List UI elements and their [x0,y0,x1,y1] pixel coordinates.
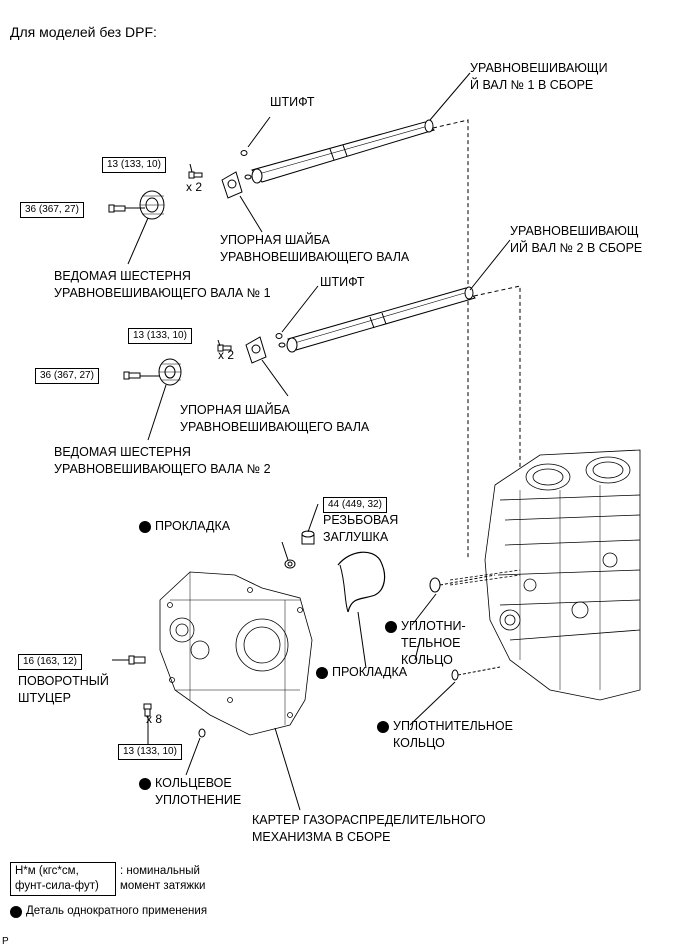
legend-torque-unit: Н*м (кгс*см,фунт-сила-фут) [10,862,116,896]
bolt-gear-1 [108,204,126,213]
pin-1 [240,150,248,156]
case-o-ring [198,728,206,738]
qty-shaft-2-bolts: x 2 [218,348,235,362]
torque-spec-union: 16 (163, 12) [18,654,82,670]
legend-single-use-text: Деталь однократного применения [26,905,208,917]
driven-gear-1 [139,190,165,220]
torque-spec-shaft-2-bolt: 13 (133, 10) [128,328,192,344]
timing-gasket [337,551,386,613]
label-gasket-top: ПРОКЛАДКА [155,519,231,533]
o-ring-side [429,577,441,593]
torque-spec-shaft-1-bolt: 13 (133, 10) [102,157,166,173]
pin-2 [275,333,283,339]
page-header: Для моделей без DPF: [10,24,157,40]
o-ring-low [451,669,459,681]
threaded-plug [301,530,315,545]
bolt-shaft-1 [188,171,203,179]
torque-spec-gear-1-bolt: 36 (367, 27) [20,202,84,218]
legend-single-use-dot [10,906,22,918]
torque-spec-case-bolts: 13 (133, 10) [118,744,182,760]
qty-case-bolts: x 8 [146,712,163,726]
torque-spec-gear-2-bolt: 36 (367, 27) [35,368,99,384]
balance-shaft-2 [278,286,476,353]
bolt-gear-2 [123,371,141,380]
engine-block [449,449,641,701]
driven-gear-2 [158,358,182,386]
single-use-marker-o-ring-ring [139,778,151,790]
label-pin-2: ШТИФТ [320,275,365,289]
torque-spec-plug: 44 (449, 32) [323,497,387,513]
label-gasket-mid: ПРОКЛАДКА [332,665,408,679]
single-use-marker-gasket-mid [316,667,328,679]
qty-shaft-1-bolts: x 2 [186,180,203,194]
single-use-marker-gasket-top [139,521,151,533]
illustration-code: P [2,936,9,947]
plug-gasket [284,559,296,569]
union-bolt [128,655,146,665]
balance-shaft-1 [244,119,436,184]
single-use-marker-o-ring-side [385,621,397,633]
timing-gear-case [159,571,313,736]
label-pin-1: ШТИФТ [270,95,315,109]
bolt-shaft-2 [217,344,232,352]
single-use-marker-o-ring-low [377,721,389,733]
